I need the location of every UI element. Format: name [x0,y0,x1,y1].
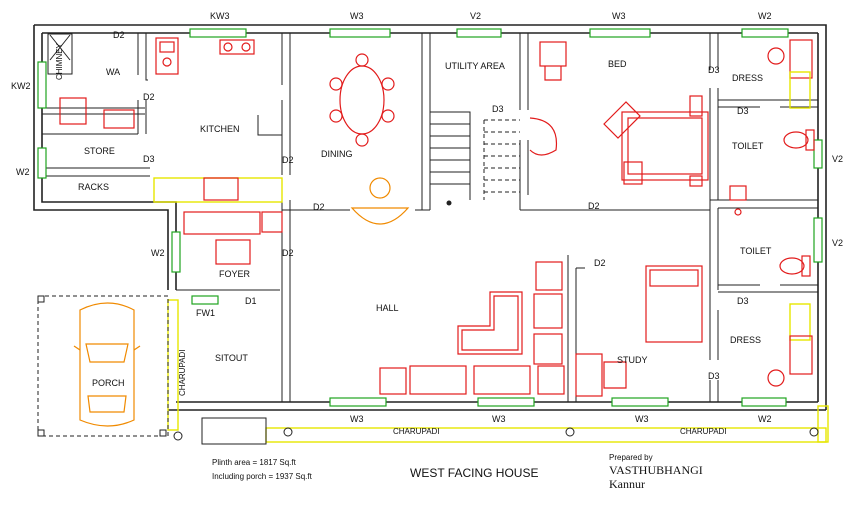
room-label-bed: BED [608,59,627,69]
room-label-toilet-bottom: TOILET [740,246,772,256]
room-label-utility: UTILITY AREA [445,61,505,71]
window-label-v2-top: V2 [470,11,481,21]
room-label-toilet-top: TOILET [732,141,764,151]
door-label-d2-wa: D2 [113,30,125,40]
door-label-d2-dining-2: D2 [313,202,325,212]
window-label-w2-foyer: W2 [151,248,165,258]
door-label-d3-toilet-top: D3 [737,106,749,116]
door-labels: D2 D2 D3 D2 D2 D2 D1 D3 D2 D3 D3 D2 D3 D… [113,30,749,381]
room-label-sitout: SITOUT [215,353,248,363]
window-label-w2-bottom: W2 [758,414,772,424]
room-label-wa: WA [106,67,120,77]
room-label-racks: RACKS [78,182,109,192]
stairs [430,111,520,206]
interior-walls [42,33,818,402]
room-labels: WA KITCHEN STORE RACKS DINING UTILITY AR… [55,42,772,388]
door-label-d3-store: D3 [143,154,155,164]
prepared-by-text: Prepared by [609,453,653,462]
door-label-d2-bed: D2 [588,201,600,211]
window-label-w3-top-bed: W3 [612,11,626,21]
door-label-d2-study: D2 [594,258,606,268]
drawing-title: WEST FACING HOUSE [410,466,538,480]
plinth-area-text: Plinth area = 1817 Sq.ft [212,458,297,467]
porch-area-text: Including porch = 1937 Sq.ft [212,472,313,481]
window-label-w2-left: W2 [16,167,30,177]
window-label-kw3: KW3 [210,11,230,21]
room-label-chimney: CHIMNEY [55,42,64,80]
dining-table [329,53,410,225]
window-label-w3-bottom-1: W3 [350,414,364,424]
bed-furniture [529,41,709,187]
toilet-fittings [729,39,815,387]
window-label-v2-right-1: V2 [832,154,843,164]
window-labels: KW3 W3 V2 W3 W2 KW2 W2 V2 V2 W2 FW1 W3 W… [11,11,843,424]
room-label-dining: DINING [321,149,353,159]
charupadi-label-2: CHARUPADI [393,427,440,436]
door-label-d2-dining-1: D2 [282,155,294,165]
door-label-d3-dress-bottom: D3 [737,296,749,306]
door-label-d3-dress-top: D3 [708,65,720,75]
door-label-d3-study: D3 [708,371,720,381]
window-label-v2-right-2: V2 [832,238,843,248]
place-text: Kannur [609,477,645,491]
door-label-d1: D1 [245,296,257,306]
author-text: VASTHUBHANGI [609,463,703,477]
window-label-fw1: FW1 [196,308,215,318]
foyer-furniture [183,211,283,265]
room-label-porch: PORCH [92,378,125,388]
room-label-dress-bottom: DRESS [730,335,761,345]
window-label-kw2: KW2 [11,81,31,91]
hall-furniture [379,261,565,395]
charupadi-label-1: CHARUPADI [178,349,187,396]
room-label-store: STORE [84,146,115,156]
window-label-w2-top: W2 [758,11,772,21]
windows [37,28,823,407]
window-label-w3-bottom-2: W3 [492,414,506,424]
room-label-hall: HALL [376,303,399,313]
door-label-d2-foyer: D2 [282,248,294,258]
kitchen-fittings [47,33,283,203]
window-label-w3-top-dining: W3 [350,11,364,21]
window-label-w3-bottom-3: W3 [635,414,649,424]
door-label-d2-kitchen: D2 [143,92,155,102]
door-label-d3-utility: D3 [492,104,504,114]
room-label-kitchen: KITCHEN [200,124,240,134]
charupadi-labels: CHARUPADI CHARUPADI CHARUPADI [178,349,727,436]
charupadi [167,299,829,445]
porch [37,295,169,437]
footer: Plinth area = 1817 Sq.ft Including porch… [212,453,703,491]
room-label-foyer: FOYER [219,269,251,279]
room-label-dress-top: DRESS [732,73,763,83]
charupadi-label-3: CHARUPADI [680,427,727,436]
room-label-study: STUDY [617,355,648,365]
study-furniture [575,265,703,397]
